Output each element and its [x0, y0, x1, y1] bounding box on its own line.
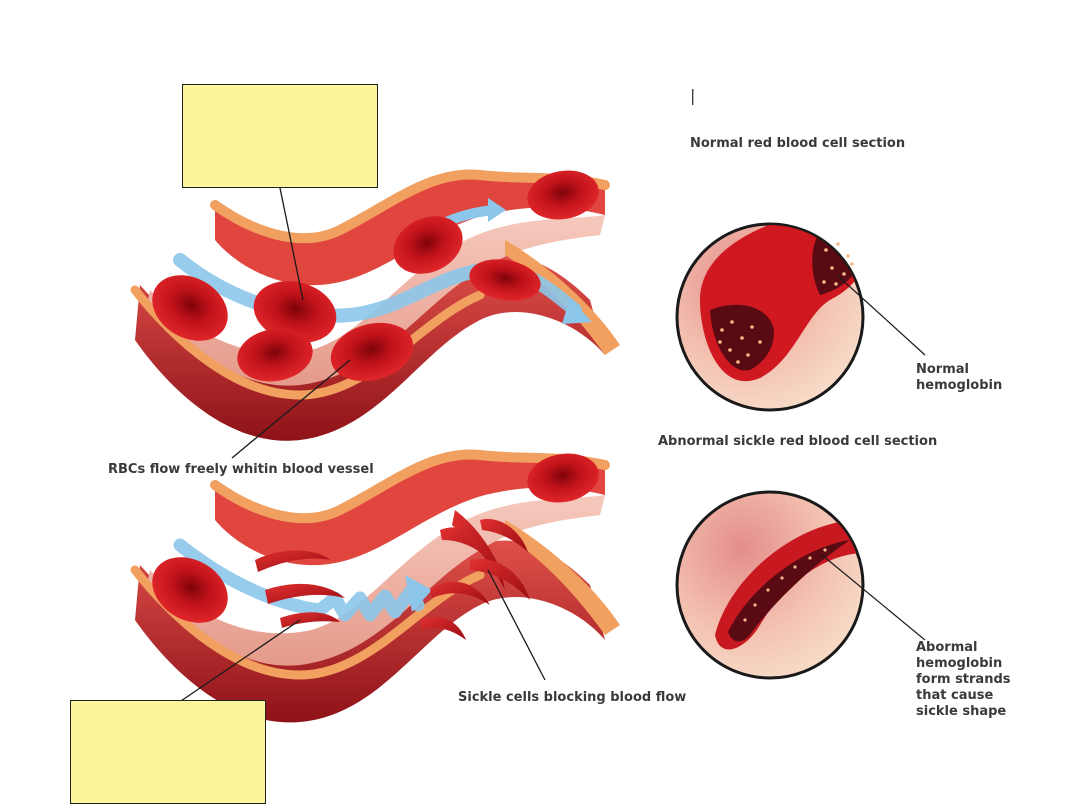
top-marker: | [690, 86, 696, 105]
sickle-rbc-section-circle [675, 490, 926, 680]
hemoglobin-dots [718, 242, 854, 364]
sickle-blocking-pointer [487, 569, 546, 681]
bottom-vessel-branch [505, 520, 620, 635]
rbc-cell [152, 557, 228, 623]
sickle-cell [440, 527, 500, 570]
bottom-vessel-lumen [148, 495, 605, 666]
rbc-cell [527, 170, 599, 220]
top-vessel-lumen [148, 215, 605, 386]
top-box-pointer [279, 187, 304, 301]
top-vessel [130, 169, 620, 441]
bottom-box-pointer [174, 619, 301, 706]
blank-label-box-bottom[interactable] [70, 700, 266, 804]
rbc-cell [469, 259, 541, 301]
bottom-flow-arrow-head [405, 575, 432, 612]
sickle-cell [430, 581, 490, 605]
rbc-cell [393, 216, 463, 274]
top-vessel-rim-edge [210, 169, 610, 244]
bottom-vessel-rim [215, 454, 605, 566]
rbc-flow-label: RBCs flow freely whitin blood vessel [108, 462, 374, 477]
bottom-flow-arrow [173, 538, 425, 622]
normal-rbc-section-circle [675, 222, 926, 412]
abnormal-section-title: Abnormal sickle red blood cell section [658, 434, 938, 449]
top-flow-arrow-2-head [488, 198, 506, 222]
sickle-cell [420, 616, 466, 640]
sickle-cell [255, 550, 330, 572]
sickle-cell [265, 583, 345, 604]
rbc-cell [237, 328, 313, 382]
top-flow-arrow-head [562, 298, 592, 324]
rbc-cell [152, 275, 228, 341]
rbc-cell [330, 322, 414, 382]
sickle-cell [480, 519, 528, 552]
sickle-cell [452, 510, 505, 590]
rbc-cell [253, 281, 337, 343]
abnormal-hemoglobin-strands [743, 548, 827, 622]
blank-label-box-top[interactable] [182, 84, 378, 188]
normal-section-title: Normal red blood cell section [690, 136, 906, 151]
normal-hemoglobin-label: Normal hemoglobin [916, 362, 1003, 393]
sickle-blocking-label: Sickle cells blocking blood flow [458, 690, 687, 705]
bottom-vessel-rim-edge [210, 449, 610, 524]
abnormal-hemoglobin-label: Abormal hemoglobin form strands that cau… [916, 640, 1011, 719]
rbc-cell [527, 453, 599, 503]
normal-hemoglobin-pointer [837, 275, 926, 356]
abnormal-hemoglobin-pointer [821, 554, 926, 641]
bottom-vessel [130, 449, 620, 723]
rbc-flow-pointer [231, 359, 351, 459]
top-vessel-bottom-rim [130, 285, 485, 400]
sickle-cell [470, 559, 530, 600]
sickle-rbc-interior [728, 540, 850, 642]
